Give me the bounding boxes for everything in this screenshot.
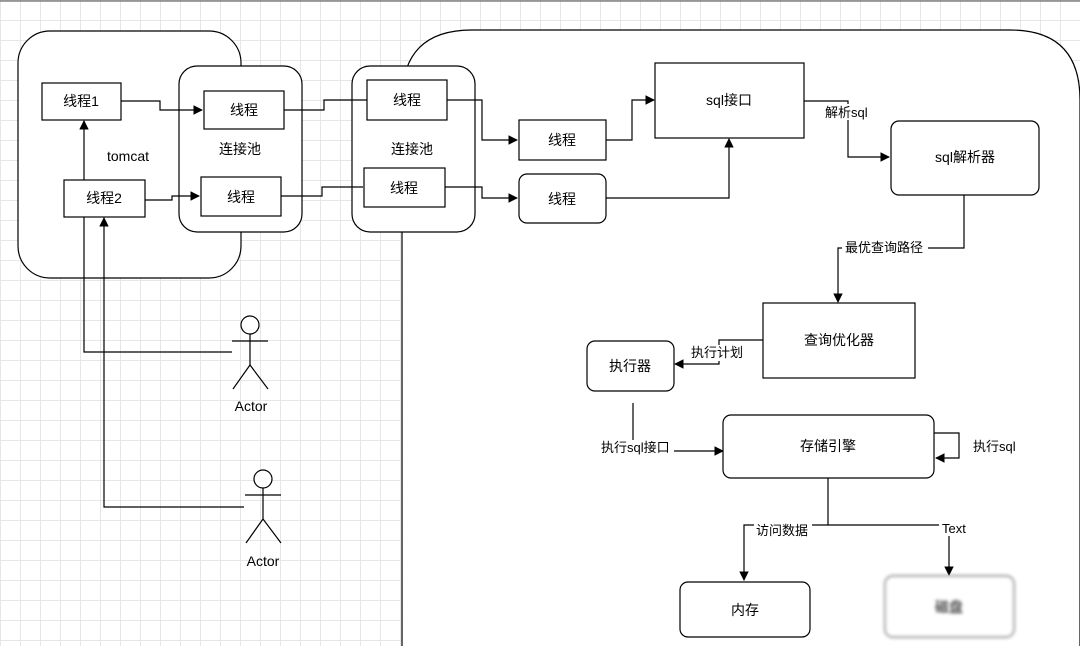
- edge-pool2a-mid-a: [447, 99, 518, 145]
- label-bg-exec-sql-interface: [598, 440, 674, 456]
- mid-thread-a-label: 线程: [548, 132, 576, 148]
- thread2-label: 线程2: [86, 190, 122, 206]
- thread1-box: [41, 82, 122, 121]
- thread2-box: [63, 179, 146, 218]
- edge-label-exec-plan: 执行计划: [691, 345, 743, 360]
- actor-1-label: Actor: [235, 398, 268, 414]
- edge-label-text: Text: [942, 521, 966, 536]
- sql-parser-label: sql解析器: [935, 149, 995, 165]
- storage-engine-box: [722, 414, 935, 479]
- actor-1-icon: [232, 315, 269, 390]
- connection-pool-2-label: 连接池: [391, 141, 433, 157]
- disk-box: [884, 575, 1015, 638]
- pool1-thread-a-label: 线程: [230, 102, 258, 118]
- pool1-thread-b-label: 线程: [227, 189, 255, 205]
- edge-label-exec-sql-interface: 执行sql接口: [601, 440, 670, 455]
- pool2-thread-b-label: 线程: [390, 180, 418, 196]
- edge-label-access-data: 访问数据: [756, 523, 808, 538]
- sql-parser-box: [890, 120, 1040, 196]
- edge-sql-parser: [804, 100, 890, 162]
- storage-engine-label: 存储引擎: [800, 438, 856, 454]
- pool1-thread-b-box: [200, 176, 282, 217]
- connection-pool-1-label: 连接池: [219, 141, 261, 157]
- sql-interface-box: [654, 62, 805, 139]
- label-bg-parse: [822, 104, 872, 120]
- edge-thread2-pool1: [145, 191, 200, 201]
- mid-thread-b-label: 线程: [548, 191, 576, 207]
- label-bg-access-data: [754, 523, 812, 539]
- memory-label: 内存: [731, 602, 759, 618]
- query-optimizer-label: 查询优化器: [804, 332, 874, 348]
- sql-interface-label: sql接口: [706, 92, 752, 108]
- edge-pool1a-pool2a: [284, 99, 367, 111]
- thread1-label: 线程1: [63, 93, 99, 109]
- edge-label-exec-sql: 执行sql: [973, 439, 1016, 454]
- executor-box: [586, 340, 675, 392]
- label-bg-text: [939, 520, 969, 536]
- edge-label-parse-sql: 解析sql: [825, 105, 868, 120]
- pool2-thread-b-box: [363, 167, 446, 208]
- label-bg-exec-plan: [689, 345, 747, 361]
- edge-pool2b-mid-b: [445, 186, 518, 203]
- executor-label: 执行器: [609, 358, 651, 374]
- pool2-thread-a-label: 线程: [393, 92, 421, 108]
- disk-label: 磁盘: [935, 599, 963, 615]
- mid-thread-a-box: [518, 119, 607, 161]
- query-optimizer-box: [762, 302, 916, 379]
- edge-mid-a-sql: [606, 95, 655, 141]
- edge-label-best-path: 最优查询路径: [845, 240, 923, 255]
- actor-2-icon: [245, 469, 282, 544]
- edge-mid-b-sql: [606, 138, 734, 199]
- label-bg-best-path: [842, 240, 928, 256]
- mid-thread-b-box: [518, 173, 607, 224]
- edge-thread1-pool1: [121, 100, 203, 115]
- edge-pool1b-pool2b: [281, 186, 363, 197]
- tomcat-label: tomcat: [107, 148, 149, 164]
- memory-box: [679, 581, 811, 638]
- edge-storage-self: [933, 432, 960, 463]
- actor-2-label: Actor: [247, 553, 280, 569]
- pool1-thread-a-box: [203, 90, 285, 130]
- edge-actor2-thread2: [99, 217, 244, 508]
- pool2-thread-a-box: [366, 79, 448, 121]
